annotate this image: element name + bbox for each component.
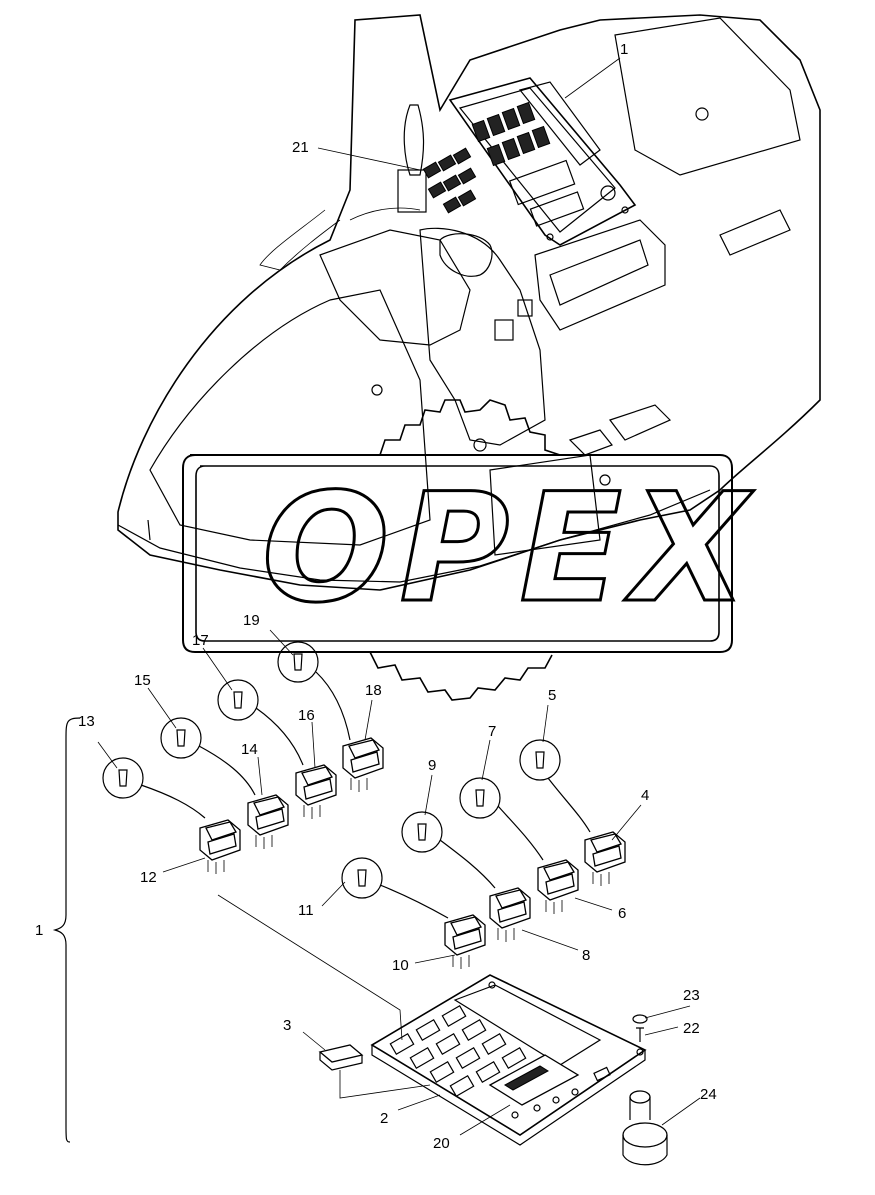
callout-10: 10 [392, 957, 409, 974]
callout-23: 23 [683, 987, 700, 1004]
leader-lines [97, 57, 701, 1136]
bulb-11 [341, 857, 383, 899]
console-assembly-drawing [117, 14, 821, 591]
watermark-text: OPEX [262, 462, 758, 636]
callout-21: 21 [292, 139, 309, 156]
assembly-bracket [52, 717, 81, 1143]
callout-24: 24 [700, 1086, 717, 1103]
switch-12 [199, 819, 241, 874]
callout-11: 11 [298, 902, 314, 919]
bulb-19 [277, 641, 319, 683]
callout-2: 2 [380, 1110, 388, 1127]
bulb-13 [102, 757, 144, 799]
callout-7: 7 [488, 723, 496, 740]
callout-5: 5 [548, 687, 556, 704]
switch-18 [342, 737, 384, 792]
switch-8 [489, 887, 531, 942]
wiring-bundle [422, 147, 477, 214]
opex-watermark: OPEX [182, 399, 758, 701]
callout-3: 3 [283, 1017, 291, 1034]
rocker-switches [199, 737, 626, 969]
callout-22: 22 [683, 1020, 700, 1037]
bulb-9 [401, 811, 443, 853]
callout-17: 17 [192, 632, 209, 649]
callout-4: 4 [641, 787, 649, 804]
callout-13: 13 [78, 713, 95, 730]
callout-8: 8 [582, 947, 590, 964]
switch-to-plate-line [217, 894, 403, 1041]
callout-labels: 1 21 19 17 15 18 16 13 14 5 7 9 4 12 11 … [35, 41, 717, 1152]
callout-12: 12 [140, 869, 157, 886]
rotary-knob [622, 1090, 668, 1166]
bulb-5 [519, 739, 561, 781]
bulb-15 [160, 717, 202, 759]
callout-1-top: 1 [620, 41, 628, 58]
callout-15: 15 [134, 672, 151, 689]
bulb-7 [459, 777, 501, 819]
callout-19: 19 [243, 612, 260, 629]
switch-4 [584, 831, 626, 886]
callout-9: 9 [428, 757, 436, 774]
callout-20: 20 [433, 1135, 450, 1152]
blank-cap [318, 1044, 364, 1071]
screw-and-washer [632, 1014, 648, 1042]
bulbs [102, 641, 591, 919]
switch-panel-plate [370, 974, 647, 1146]
cap-to-plate-line [339, 1070, 431, 1099]
switch-14 [247, 794, 289, 849]
callout-18: 18 [365, 682, 382, 699]
console-switch-grid [471, 101, 551, 167]
callout-6: 6 [618, 905, 626, 922]
switch-10 [444, 914, 486, 969]
callout-1-side: 1 [35, 922, 43, 939]
switch-6 [537, 859, 579, 914]
bulb-17 [217, 679, 259, 721]
callout-16: 16 [298, 707, 315, 724]
plate-switch-openings [389, 1004, 527, 1098]
switch-16 [295, 764, 337, 819]
callout-14: 14 [241, 741, 258, 758]
